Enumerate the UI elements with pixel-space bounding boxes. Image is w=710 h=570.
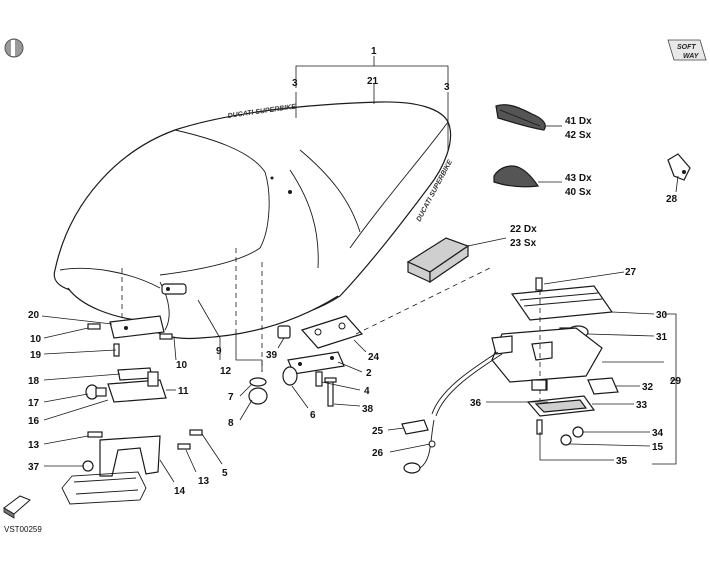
rubber-bushing-39 [277,325,291,339]
callout-36: 36 [470,398,482,409]
screw-10a [87,323,101,330]
badge-line-2: WAY [683,53,700,60]
bolt-38 [324,377,337,407]
callout-27: 27 [625,267,637,278]
connector-32 [587,377,619,395]
callout-16: 16 [28,416,40,427]
lock-cylinder-17 [85,384,107,400]
screw-13b [177,443,191,450]
seat-decal-41-42 [495,104,546,131]
washer-37 [82,460,94,472]
lock-body-11 [107,371,167,403]
callout-43: 43 Dx [565,173,592,184]
callout-13-right: 13 [198,476,210,487]
callout-1: 1 [371,46,377,57]
callout-10-right: 10 [176,360,188,371]
callout-23: 23 Sx [510,238,537,249]
callout-38: 38 [362,404,374,415]
callout-28: 28 [666,194,678,205]
callout-29: 29 [670,376,682,387]
callout-11: 11 [178,386,189,397]
latch-18 [117,367,153,381]
leader-lines [41,56,679,483]
callout-3-right: 3 [444,82,450,93]
callout-13-left: 13 [28,440,40,451]
spacer-36 [531,379,547,391]
screw-5 [189,429,203,436]
callout-4: 4 [364,386,370,397]
badge-line-1: SOFT [677,44,696,51]
manual-book-icon [3,495,31,519]
callout-7: 7 [228,392,234,403]
callout-10-left: 10 [30,334,42,345]
rubber-6 [282,366,298,386]
callout-labels: 1 3 21 3 41 Dx 42 Sx 43 Dx 40 Sx 28 22 D… [28,46,682,497]
callout-18: 18 [28,376,40,387]
callout-3-left: 3 [292,78,298,89]
callout-32: 32 [642,382,654,393]
screw-13a [87,431,103,438]
screw-10b [159,333,173,340]
callout-34: 34 [652,428,664,439]
callout-33: 33 [636,400,648,411]
software-badge: SOFT WAY [667,39,707,61]
seat-hook [161,283,187,295]
callout-21: 21 [367,76,379,87]
callout-6: 6 [310,410,316,421]
callout-14: 14 [174,486,186,497]
callout-30: 30 [656,310,668,321]
lock-plate-20 [109,315,165,339]
callout-15: 15 [652,442,664,453]
callout-19: 19 [30,350,42,361]
callout-35: 35 [616,456,628,467]
callout-22: 22 Dx [510,224,537,235]
callout-8: 8 [228,418,234,429]
bracket-2 [287,351,345,375]
callout-2: 2 [366,368,372,379]
callout-9: 9 [216,346,222,357]
part-28-clip [667,153,691,181]
callout-17: 17 [28,398,40,409]
washer-4 [315,371,323,387]
callout-20: 20 [28,310,40,321]
drawing-code: VST00259 [4,525,42,534]
callout-40: 40 Sx [565,187,592,198]
frame-reference [61,471,147,505]
callout-26: 26 [372,448,384,459]
callout-12: 12 [220,366,232,377]
bracket-frame-33 [526,395,596,417]
release-cable [401,351,503,474]
callout-24: 24 [368,352,380,363]
foam-pad [406,237,470,284]
lock-bracket-14 [99,435,161,477]
tail-light-assembly [510,277,614,321]
callout-42: 42 Sx [565,130,592,141]
section-indicator-icon [4,38,24,58]
callout-25: 25 [372,426,384,437]
callout-31: 31 [656,332,668,343]
seat-bracket-24 [300,315,364,349]
alignment-line-3 [355,267,491,335]
callout-41: 41 Dx [565,116,592,127]
callout-5: 5 [222,468,228,479]
seat-decal-43-40 [493,165,540,188]
screws-34-15 [536,419,584,446]
callout-39: 39 [266,350,278,361]
washers-7-8 [248,377,268,405]
callout-37: 37 [28,462,40,473]
seat-assembly [53,101,452,340]
